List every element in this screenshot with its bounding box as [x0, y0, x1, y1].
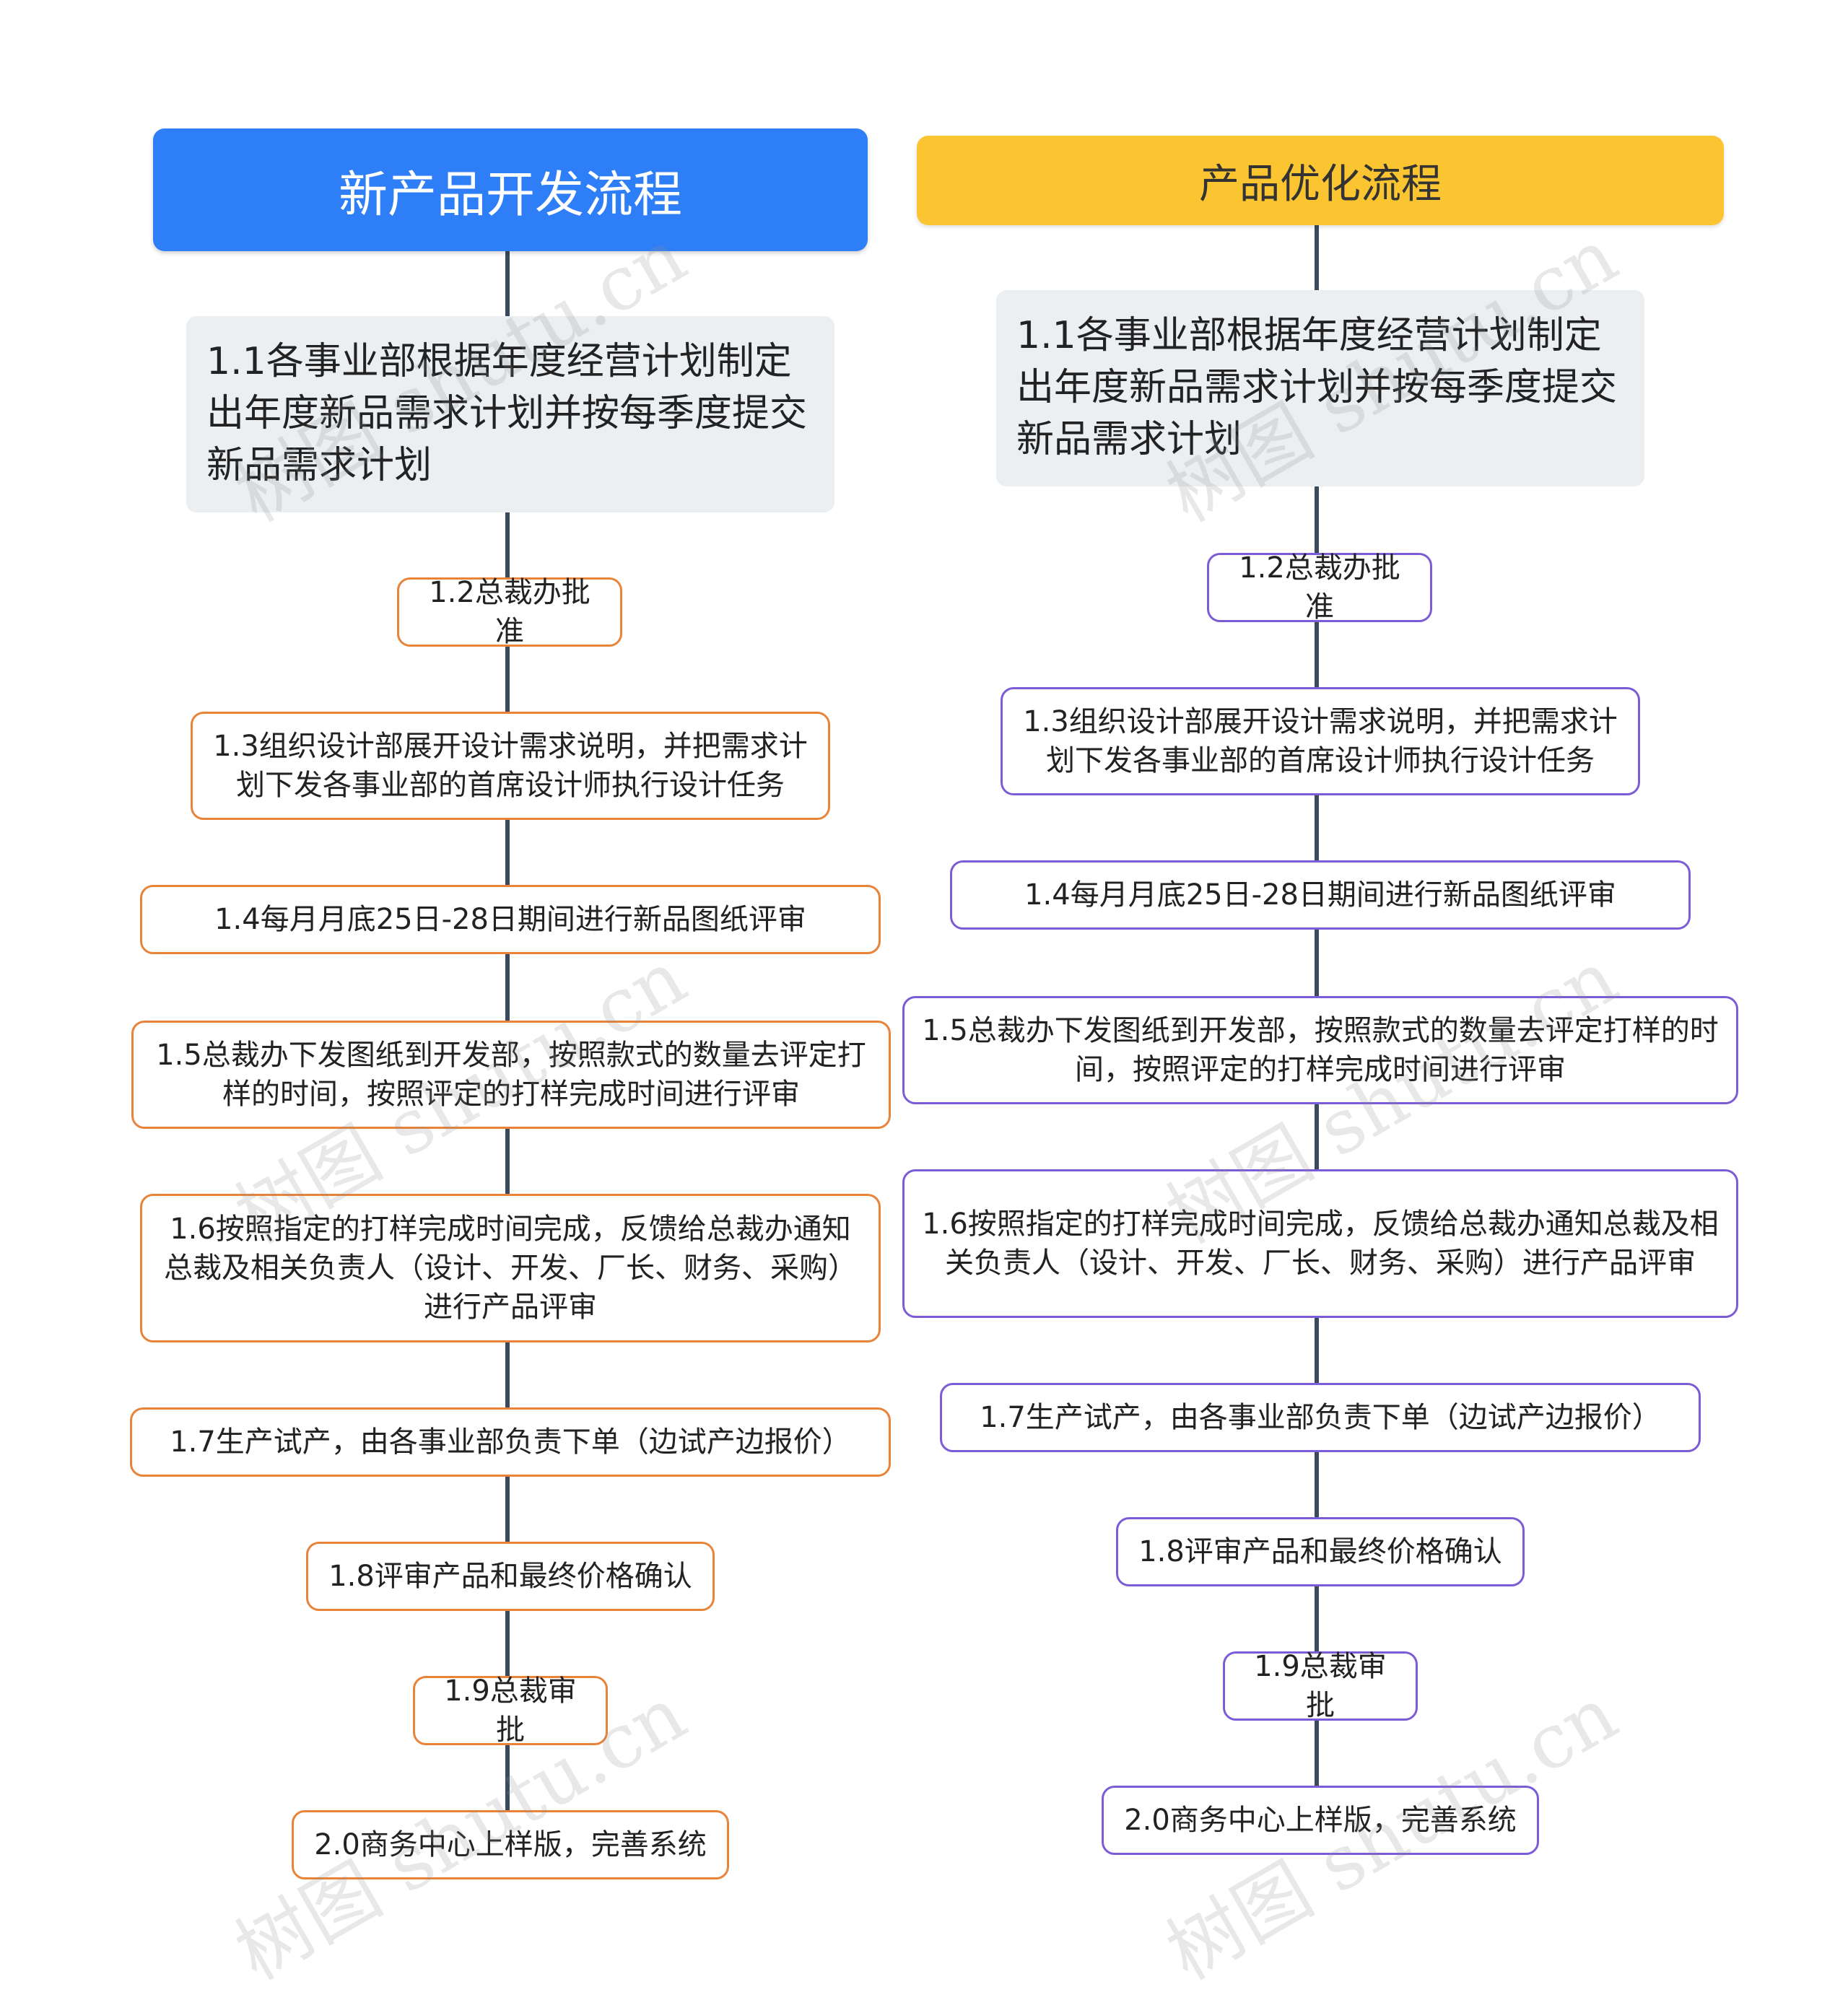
left-step-1-7: 1.7生产试产，由各事业部负责下单（边试产边报价） — [130, 1407, 891, 1477]
left-step-1-1: 1.1各事业部根据年度经营计划制定出年度新品需求计划并按每季度提交新品需求计划 — [186, 316, 834, 512]
right-step-1-6: 1.6按照指定的打样完成时间完成，反馈给总裁办通知总裁及相关负责人（设计、开发、… — [902, 1169, 1738, 1318]
left-step-1-5: 1.5总裁办下发图纸到开发部，按照款式的数量去评定打样的时间，按照评定的打样完成… — [131, 1021, 891, 1129]
right-step-1-3: 1.3组织设计部展开设计需求说明，并把需求计划下发各事业部的首席设计师执行设计任… — [1001, 687, 1640, 795]
left-step-1-3: 1.3组织设计部展开设计需求说明，并把需求计划下发各事业部的首席设计师执行设计任… — [191, 712, 830, 820]
right-step-1-1: 1.1各事业部根据年度经营计划制定出年度新品需求计划并按每季度提交新品需求计划 — [996, 290, 1644, 486]
left-step-1-6: 1.6按照指定的打样完成时间完成，反馈给总裁办通知总裁及相关负责人（设计、开发、… — [140, 1194, 881, 1342]
left-step-1-2: 1.2总裁办批准 — [397, 576, 622, 648]
right-step-1-4: 1.4每月月底25日-28日期间进行新品图纸评审 — [950, 860, 1691, 930]
right-flow-title: 产品优化流程 — [917, 136, 1724, 225]
right-step-1-5: 1.5总裁办下发图纸到开发部，按照款式的数量去评定打样的时间，按照评定的打样完成… — [902, 996, 1738, 1104]
left-step-1-8: 1.8评审产品和最终价格确认 — [306, 1542, 715, 1611]
right-step-1-7: 1.7生产试产，由各事业部负责下单（边试产边报价） — [940, 1383, 1701, 1452]
right-step-2-0: 2.0商务中心上样版，完善系统 — [1102, 1786, 1539, 1855]
left-step-2-0: 2.0商务中心上样版，完善系统 — [292, 1810, 729, 1879]
left-step-1-4: 1.4每月月底25日-28日期间进行新品图纸评审 — [140, 885, 881, 954]
right-step-1-9: 1.9总裁审批 — [1223, 1650, 1418, 1722]
right-step-1-8: 1.8评审产品和最终价格确认 — [1116, 1517, 1525, 1586]
left-flow-title: 新产品开发流程 — [153, 128, 868, 251]
right-step-1-2: 1.2总裁办批准 — [1207, 551, 1432, 624]
left-step-1-9: 1.9总裁审批 — [413, 1674, 608, 1747]
